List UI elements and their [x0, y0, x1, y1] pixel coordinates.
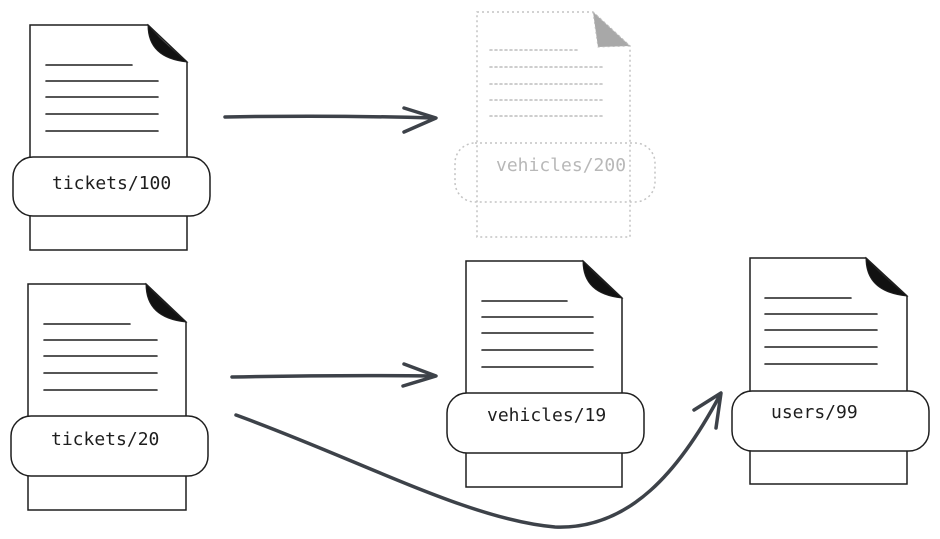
- document-label: vehicles/19: [487, 405, 606, 426]
- label-band: [12, 156, 211, 217]
- arrow-head-icon: [692, 391, 723, 430]
- page-fold-icon: [582, 259, 624, 299]
- arrow-tickets-100-to-vehicles-200: [223, 106, 438, 134]
- arrow-tickets-20-to-vehicles-19: [230, 362, 438, 388]
- arrow-head-icon: [402, 106, 438, 134]
- document-tickets-20: tickets/20: [10, 282, 209, 511]
- document-vehicles-200: vehicles/200: [454, 10, 656, 238]
- document-vehicles-19: vehicles/19: [446, 259, 645, 488]
- arrow-head-icon: [401, 362, 438, 388]
- arrow-shaft: [234, 393, 722, 529]
- arrow-shaft: [230, 373, 436, 379]
- page-fold-icon: [592, 10, 632, 48]
- label-band: [10, 415, 209, 477]
- arrow-shaft: [223, 114, 436, 120]
- document-label: tickets/20: [51, 429, 159, 450]
- document-label: tickets/100: [52, 173, 171, 194]
- document-users-99: users/99: [731, 256, 930, 485]
- label-band: [454, 142, 656, 203]
- page-fold-icon: [865, 256, 909, 297]
- arrow-tickets-20-to-users-99: [234, 391, 723, 529]
- document-page: [476, 11, 631, 238]
- label-band: [731, 390, 930, 452]
- page-fold-icon: [147, 23, 189, 63]
- document-label: vehicles/200: [496, 155, 626, 176]
- document-tickets-100: tickets/100: [12, 23, 211, 251]
- document-label: users/99: [771, 402, 858, 423]
- page-fold-icon: [145, 282, 188, 323]
- label-band: [446, 392, 645, 454]
